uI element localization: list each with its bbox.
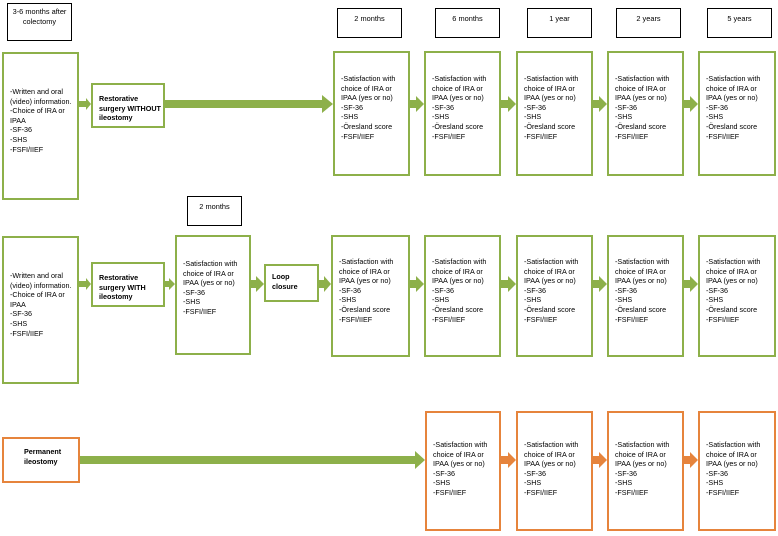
label-2-years: 2 years: [616, 8, 681, 38]
arrow-1y-to-2y-row3: [593, 452, 607, 468]
label-colectomy: 3-6 months after colectomy: [7, 3, 72, 41]
arrow-1y-to-2y: [593, 96, 607, 112]
row3-6m-box: -Satisfaction with choice of IRA or IPAA…: [425, 411, 501, 531]
row3-arrows: [80, 451, 698, 469]
row2-2m-after-surgery-box: -Satisfaction with choice of IRA or IPAA…: [175, 235, 251, 355]
row1-restorative-without-box: Restorative surgery WITHOUT ileostomy: [91, 83, 165, 128]
row3-permanent-ileostomy-box: Permanent ileostomy: [2, 437, 80, 483]
row2-1y-box: -Satisfaction with choice of IRA or IPAA…: [516, 235, 593, 357]
arrow-loop-to-2m: [319, 276, 331, 292]
row2-2m-box: -Satisfaction with choice of IRA or IPAA…: [331, 235, 410, 357]
label-5-years: 5 years: [707, 8, 772, 38]
arrow-without-to-2m: [165, 95, 333, 113]
row1-baseline-box: -Written and oral (video) information. -…: [2, 52, 79, 200]
label-2-months: 2 months: [337, 8, 402, 38]
row1-6m-box: -Satisfaction with choice of IRA or IPAA…: [424, 51, 501, 176]
row2-restorative-with-box: Restorative surgery WITH ileostomy: [91, 262, 165, 307]
arrow-2y-to-5y-row2: [684, 276, 698, 292]
row3-2y-box: -Satisfaction with choice of IRA or IPAA…: [607, 411, 684, 531]
row3-5y-box: -Satisfaction with choice of IRA or IPAA…: [698, 411, 776, 531]
row1-arrows: [78, 95, 698, 113]
label-1-year: 1 year: [527, 8, 592, 38]
arrow-2y-to-5y: [684, 96, 698, 112]
row2-arrows: [78, 276, 698, 292]
arrow-2y-to-5y-row3: [684, 452, 698, 468]
row1-2y-box: -Satisfaction with choice of IRA or IPAA…: [607, 51, 684, 176]
row2-5y-box: -Satisfaction with choice of IRA or IPAA…: [698, 235, 776, 357]
arrow-1y-to-2y-row2: [593, 276, 607, 292]
arrow-6m-to-1y: [500, 96, 516, 112]
row2-loop-closure-box: Loop closure: [264, 264, 319, 302]
row2-baseline-box: -Written and oral (video) information. -…: [2, 236, 79, 384]
arrow-6m-to-1y-row3: [500, 452, 516, 468]
row1-2m-box: -Satisfaction with choice of IRA or IPAA…: [333, 51, 410, 176]
arrow-permanent-to-6m: [80, 451, 425, 469]
row2-6m-box: -Satisfaction with choice of IRA or IPAA…: [424, 235, 501, 357]
arrow-6m-to-1y-row2: [500, 276, 516, 292]
label-2-months-row2: 2 months: [187, 196, 242, 226]
arrow-with-to-2m: [165, 278, 175, 290]
arrow-baseline-to-without: [78, 98, 91, 110]
arrow-2m-to-6m: [409, 96, 424, 112]
arrow-baseline-to-with: [78, 278, 91, 290]
label-6-months: 6 months: [435, 8, 500, 38]
row2-2y-box: -Satisfaction with choice of IRA or IPAA…: [607, 235, 684, 357]
row1-1y-box: -Satisfaction with choice of IRA or IPAA…: [516, 51, 593, 176]
arrow-2m-to-6m-row2: [409, 276, 424, 292]
arrow-2m-to-loop: [250, 276, 264, 292]
row1-5y-box: -Satisfaction with choice of IRA or IPAA…: [698, 51, 776, 176]
row3-1y-box: -Satisfaction with choice of IRA or IPAA…: [516, 411, 593, 531]
